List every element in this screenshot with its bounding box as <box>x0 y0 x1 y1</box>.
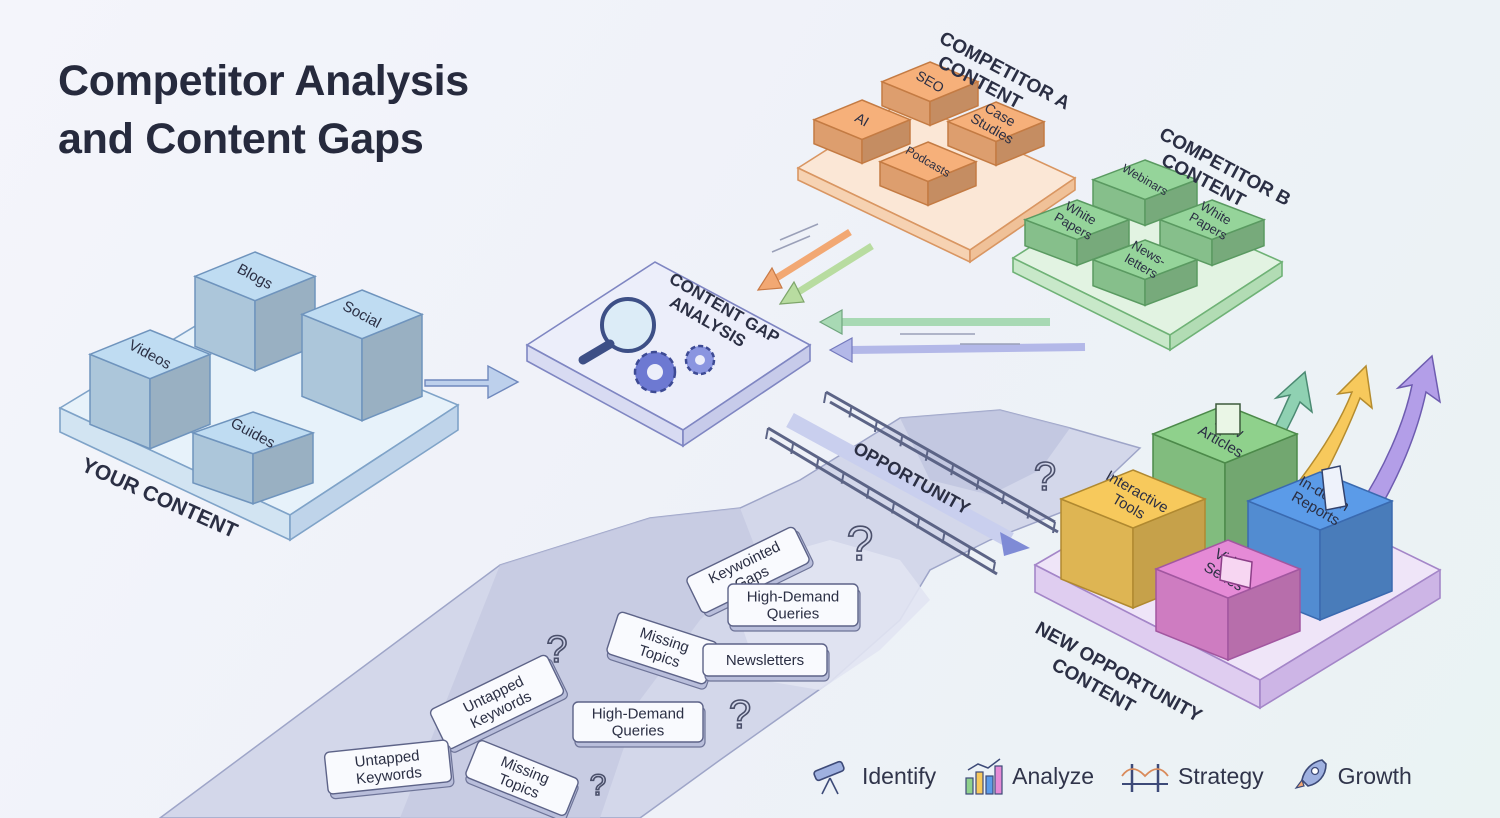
document-icon <box>1215 403 1241 435</box>
legend-item-growth: Growth <box>1290 756 1412 796</box>
bridge-icon <box>1121 764 1169 792</box>
question-mark: ? <box>1034 455 1056 499</box>
gap-card-label: Untapped <box>354 747 420 771</box>
bridge-slat <box>1026 507 1031 519</box>
bridge-slat <box>941 532 946 544</box>
question-mark: ? <box>729 693 751 737</box>
bridge-slat <box>916 517 921 529</box>
report-icon <box>1321 465 1347 511</box>
gears-icon <box>633 344 716 394</box>
block-webinars: Webinars <box>1090 159 1200 227</box>
content-gap-analysis-platform <box>525 261 812 448</box>
bridge-slat <box>790 442 795 455</box>
bar-chart-icon <box>965 758 1003 795</box>
gap-card-label: Queries <box>767 606 820 623</box>
gap-card-label: Newsletters <box>726 652 804 669</box>
page-title: Competitor Analysis and Content Gaps <box>58 52 469 168</box>
bridge-slat <box>765 427 769 440</box>
bridge-slat <box>848 406 853 418</box>
block-seo: SEO <box>880 61 980 127</box>
rocket-icon <box>1294 759 1327 789</box>
legend-label: Growth <box>1337 762 1412 789</box>
legend-label: Strategy <box>1177 762 1264 789</box>
title-line-1: Competitor Analysis <box>58 57 469 105</box>
legend: Identify Analyze Strategy Growth <box>808 756 1412 796</box>
bridge-slat <box>865 487 870 499</box>
magnifier-icon <box>578 297 656 365</box>
title-line-2: and Content Gaps <box>58 115 424 163</box>
bridge-slat <box>950 464 955 476</box>
bridge-slat <box>815 457 820 469</box>
bridge-slat <box>823 391 827 404</box>
gap-card-label: High-Demand <box>592 706 685 723</box>
gap-card: Newsletters <box>702 643 830 682</box>
video-icon <box>1219 554 1253 589</box>
gap-card-label: High-Demand <box>747 589 840 606</box>
legend-label: Identify <box>862 762 937 789</box>
bridge-slat <box>966 546 971 559</box>
block-social: Social <box>300 289 424 422</box>
bridge-slat <box>924 449 929 461</box>
bridge-slat <box>992 561 996 574</box>
bridge-slat <box>891 502 896 514</box>
block-guides: Guides <box>190 411 316 505</box>
bridge-slat <box>899 435 904 447</box>
competitor-arrows <box>756 223 1086 364</box>
block-videos: Videos <box>88 329 212 450</box>
block-podcasts: Podcasts <box>878 141 978 207</box>
bridge-slat <box>1052 521 1056 534</box>
gap-card-label: Keywords <box>355 764 422 788</box>
bridge-slat <box>1001 492 1006 505</box>
bridge-slat <box>975 478 980 490</box>
legend-item-strategy: Strategy <box>1120 756 1264 796</box>
legend-item-identify: Identify <box>808 756 936 796</box>
arrow-your-to-analysis <box>424 364 520 400</box>
telescope-icon <box>813 760 845 795</box>
bridge-slat <box>840 472 845 484</box>
opportunity-bridge <box>765 390 1059 576</box>
legend-item-analyze: Analyze <box>962 756 1094 796</box>
gap-card-label: Queries <box>612 723 665 740</box>
bridge-slat <box>873 420 878 433</box>
question-mark: ? <box>847 518 874 571</box>
question-mark: ? <box>590 769 607 802</box>
block-blogs: Blogs <box>193 251 317 372</box>
legend-label: Analyze <box>1012 762 1094 789</box>
block-ai: AI <box>812 99 912 165</box>
